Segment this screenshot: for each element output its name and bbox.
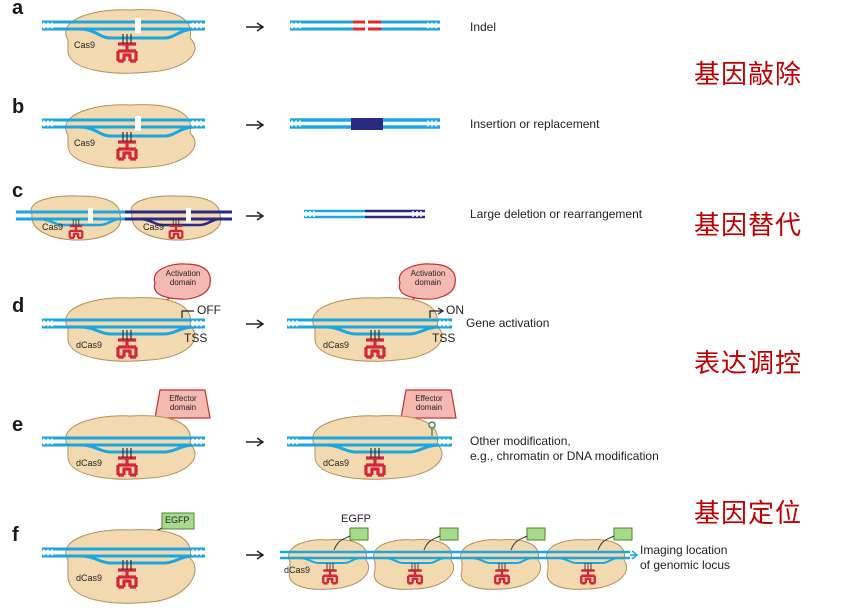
- dna-strand: [42, 318, 205, 336]
- activation-domain-after: [398, 263, 456, 300]
- result-dna: [290, 18, 440, 33]
- protein-label: Cas9: [74, 40, 96, 50]
- dna-strand: [280, 550, 630, 564]
- egfp-tag: [349, 527, 369, 541]
- result-label-d: Gene activation: [466, 316, 550, 330]
- panel-b: [42, 104, 440, 169]
- protein-label: dCas9: [323, 340, 350, 350]
- panel-letter-b: b: [12, 96, 25, 118]
- state-on-label: ON: [446, 303, 464, 317]
- cas9-protein: [65, 9, 196, 74]
- protein-label: dCas9: [76, 340, 103, 350]
- protein-label: Cas9: [143, 222, 165, 232]
- result-label-b: Insertion or replacement: [470, 117, 600, 131]
- arrow-icon: [246, 550, 265, 560]
- domain-label: Activation domain: [410, 269, 446, 287]
- domain-label: Effector domain: [415, 394, 443, 412]
- arrow-icon: [246, 120, 265, 130]
- dna-strand: [42, 116, 205, 138]
- tss-arrow-icon: [429, 307, 445, 318]
- egfp-tag: [526, 527, 546, 541]
- panel-e: [42, 389, 457, 480]
- protein-label: dCas9: [323, 458, 350, 468]
- panel-letter-f: f: [12, 524, 19, 546]
- category-label-regulation: 表达调控: [694, 349, 803, 379]
- domain-label: Effector domain: [169, 394, 197, 412]
- arrow-icon: [246, 22, 265, 32]
- protein-label: dCas9: [76, 458, 103, 468]
- dcas9-protein: [65, 529, 196, 604]
- category-label-localization: 基因定位: [694, 499, 803, 529]
- egfp-tag-before: [161, 512, 195, 530]
- tss-label: TSS: [432, 331, 456, 345]
- protein-label: Cas9: [42, 222, 64, 232]
- result-dna: [304, 209, 425, 219]
- panel-d: [42, 263, 456, 362]
- arrow-icon: [246, 319, 265, 329]
- panel-letter-c: c: [12, 180, 24, 202]
- egfp-tag: [613, 527, 633, 541]
- panel-f: [42, 512, 639, 604]
- result-dna: [290, 118, 440, 130]
- result-label-e-line2: e.g., chromatin or DNA modification: [470, 449, 659, 463]
- category-label-replacement: 基因替代: [694, 211, 803, 241]
- dna-strand: [287, 436, 452, 454]
- dna-strand: [42, 18, 205, 40]
- panel-c: [16, 195, 425, 241]
- panel-letter-e: e: [12, 414, 24, 436]
- protein-label: Cas9: [74, 138, 96, 148]
- dna-strand: [42, 547, 205, 565]
- egfp-label: EGFP: [165, 515, 190, 525]
- arrow-icon: [246, 437, 265, 447]
- category-label-knockout: 基因敲除: [694, 60, 803, 90]
- modification-mark-icon: [428, 421, 436, 436]
- egfp-label: EGFP: [341, 513, 371, 525]
- tss-marker-icon: [181, 310, 194, 318]
- effector-domain-after: [400, 389, 457, 419]
- result-label-c: Large deletion or rearrangement: [470, 207, 643, 221]
- result-label-e-line1: Other modification,: [470, 434, 571, 448]
- dna-strand: [42, 436, 205, 454]
- arrow-icon: [246, 211, 265, 221]
- panel-letter-d: d: [12, 295, 25, 317]
- dna-strand: [287, 318, 452, 336]
- tss-label: TSS: [184, 331, 208, 345]
- panel-a: [42, 9, 440, 74]
- activation-domain-before: [153, 263, 211, 300]
- panel-letter-a: a: [12, 0, 24, 19]
- domain-label: Activation domain: [165, 269, 201, 287]
- result-label-f-line1: Imaging location: [640, 543, 728, 557]
- effector-domain-before: [154, 389, 211, 419]
- state-off-label: OFF: [197, 303, 221, 317]
- pointer-arrow-icon: [630, 550, 639, 560]
- result-label-f-line2: of genomic locus: [640, 558, 731, 572]
- result-label-a: Indel: [470, 20, 497, 34]
- protein-label: dCas9: [284, 565, 311, 575]
- protein-label: dCas9: [76, 573, 103, 583]
- egfp-tag: [439, 527, 459, 541]
